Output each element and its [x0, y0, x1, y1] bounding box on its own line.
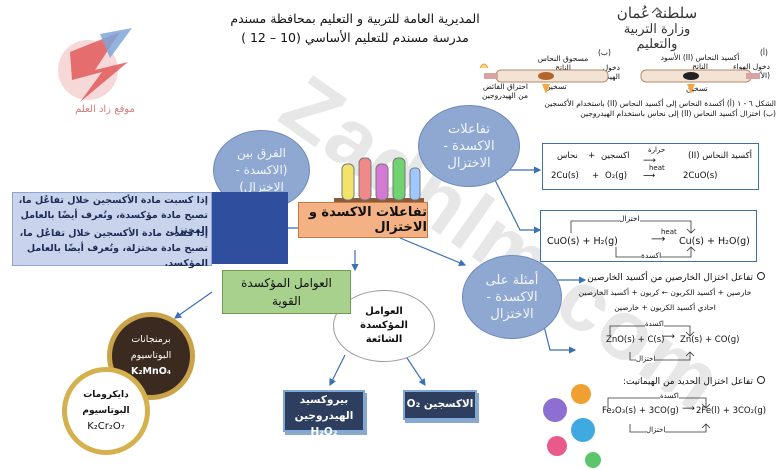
eq1-word-arrow: ⟶	[643, 156, 656, 166]
peroxide-name: بيروكسيد الهيدروجين	[294, 394, 354, 422]
definition-reduction: إذا فقدت مادة الأكسجين خلال تفاعُل ما، ت…	[19, 228, 208, 269]
zad-logo	[50, 22, 142, 114]
figure-a-heat-label: تسخين	[686, 84, 708, 93]
ministry-emblem-icon	[650, 0, 664, 19]
example-1-words-line1: خارصين + أكسيد الكربون ← كربون + أكسيد ا…	[578, 288, 752, 297]
example-2-right: 2Fe(l) + 3CO₂(g)	[696, 406, 767, 416]
header-school-line: مدرسة مسندم للتعليم الأساسي (10 – 12 )	[241, 30, 469, 45]
example-1-oxidation-label: اكسدة	[645, 320, 664, 328]
eq1-sym-plus: +	[592, 171, 600, 181]
tube-b	[479, 63, 609, 94]
seal-line-2: وزارة التربية والتعليم	[623, 22, 691, 52]
eq1-word-condition: حرارة	[648, 146, 666, 154]
dichromate-formula: K₂Cr₂O₇	[87, 421, 125, 432]
eq1-word-product: أكسيد النحاس (II)	[687, 151, 752, 161]
logo-icon	[58, 28, 132, 102]
decorative-dots-illustration	[543, 384, 601, 468]
seal-line-1: سلطنة عُمان	[616, 4, 698, 22]
example-1-left: ZnO(s) + C(s)	[606, 335, 665, 345]
oxygen-formula: O₂	[406, 398, 421, 410]
figure-b-heat-label: تسخين	[545, 82, 567, 91]
oxygen-name: الاكسجين	[423, 398, 474, 410]
eq1-word-copper: نحاس	[557, 151, 578, 161]
bubble-examples: أمثلة على الاكسدة - الاختزال	[462, 255, 562, 339]
bubble-common-agents: العوامل المؤكسدة الشائعة	[333, 290, 435, 362]
strong-agents-text: العوامل المؤكسدة القوية	[241, 276, 332, 308]
bubble-difference-text: الفرق بين (الاكسدة - الاختزال)	[235, 145, 288, 194]
eq1-sym-copper: 2Cu(s)	[551, 171, 579, 181]
eq2-oxidation-label: اكسدة	[641, 251, 662, 260]
bubble-common-agents-text: العوامل المؤكسدة الشائعة	[360, 306, 408, 345]
figure-b-top-label: مسحوق النحاس الناتج	[537, 54, 589, 72]
oxygen-box: الاكسجين O₂	[403, 390, 477, 420]
eq1-word-oxygen: اكسجين	[601, 151, 630, 161]
example-1-right: Zn(s) + CO(g)	[680, 335, 740, 345]
tube-a	[640, 69, 760, 94]
lab-flasks-illustration	[334, 157, 424, 206]
figure-a-top-label: أكسيد النحاس (II) الأسود الناتج	[660, 53, 740, 71]
header-ministry-line: المديرية العامة للتربية و التعليم بمحافظ…	[230, 11, 480, 26]
bubble-examples-text: أمثلة على الاكسدة - الاختزال	[485, 272, 539, 322]
eq2-left: CuO(s) + H₂(g)	[547, 236, 618, 247]
example-2-left: Fe₂O₃(s) + 3CO(g)	[602, 406, 679, 416]
example-1-title: تفاعل اختزال الخارصين من أكسيد الخارصين	[540, 272, 765, 283]
eq2-reduction-label: اختزال	[619, 214, 640, 223]
peroxide-formula: H₂O₂	[310, 426, 338, 438]
strong-agents-box: العوامل المؤكسدة القوية	[222, 270, 351, 314]
permanganate-name: برمنجانات البوتاسيوم	[130, 334, 172, 361]
figure-label-b: (ب)	[598, 48, 611, 57]
eq1-sym-condition: heat	[649, 164, 665, 172]
bullet-circle-icon-2	[757, 376, 765, 384]
example-2-arrow: ⟶	[682, 404, 695, 414]
equation-2-box: اختزال heat CuO(s) + H₂(g) ⟶ Cu(s) + H₂O…	[540, 210, 757, 262]
figure-caption-2: (ب) اختزال أكسيد النحاس (II) إلى نحاس با…	[580, 109, 776, 118]
permanganate-formula: K₂MnO₄	[131, 366, 171, 377]
eq2-heat-label: heat	[661, 228, 677, 236]
equation-1-box: أكسيد النحاس (II) حرارة ⟶ اكسجين + نحاس …	[542, 143, 759, 190]
dichromate-circle: دايكرومات البوتاسيوم K₂Cr₂O₇	[62, 367, 150, 455]
example-1-reduction-label: اختزال	[636, 355, 656, 363]
example-2-title: تفاعل اختزال الحديد من الهيماتيت:	[560, 376, 765, 387]
bubble-redox-reactions-text: تفاعلات الاكسدة - الاختزال	[443, 121, 495, 171]
peroxide-box: بيروكسيد الهيدروجين H₂O₂	[283, 390, 365, 438]
bullet-circle-icon	[757, 272, 765, 280]
eq1-word-plus: +	[588, 151, 596, 161]
definitions-panel	[12, 192, 212, 266]
example-1-words-line2: احادي أكسيد الكربون + خارصين	[614, 303, 716, 312]
central-topic-box: تفاعلات الاكسدة و الاختزال	[298, 202, 428, 238]
figure-label-a: (أ)	[760, 48, 768, 57]
figure-b-excess-label: احتراق الفائض من الهيدروجين	[482, 82, 528, 100]
definitions-accent	[212, 192, 288, 264]
eq2-arrow: ⟶	[651, 234, 666, 245]
figure-caption-1: الشكل ٦ - ١ (أ) أكسدة النحاس إلى أكسيد ا…	[544, 99, 776, 108]
dichromate-name: دايكرومات البوتاسيوم	[82, 390, 130, 416]
eq1-sym-oxygen: O₂(g)	[605, 171, 628, 181]
example-1-arrow: ⟶	[662, 332, 675, 342]
definition-oxidation: إذا كسبت مادة الأكسجين خلال تفاعُل ما، ت…	[18, 195, 208, 236]
apparatus-illustration	[479, 63, 760, 94]
eq1-sym-product: 2CuO(s)	[683, 171, 718, 181]
bubble-redox-reactions: تفاعلات الاكسدة - الاختزال	[418, 105, 520, 187]
example-2-reduction-label: اختزال	[646, 426, 666, 434]
eq2-right: Cu(s) + H₂O(g)	[679, 236, 750, 247]
example-2-title-text: تفاعل اختزال الحديد من الهيماتيت:	[622, 377, 753, 387]
example-2-brackets	[607, 397, 711, 433]
example-2-oxidation-label: اكسدة	[660, 392, 679, 400]
logo-site-name: موقع زاد العلم	[75, 104, 135, 115]
eq1-sym-arrow: ⟶	[643, 171, 656, 181]
central-topic-text: تفاعلات الاكسدة و الاختزال	[308, 205, 427, 235]
example-1-title-text: تفاعل اختزال الخارصين من أكسيد الخارصين	[587, 273, 753, 283]
